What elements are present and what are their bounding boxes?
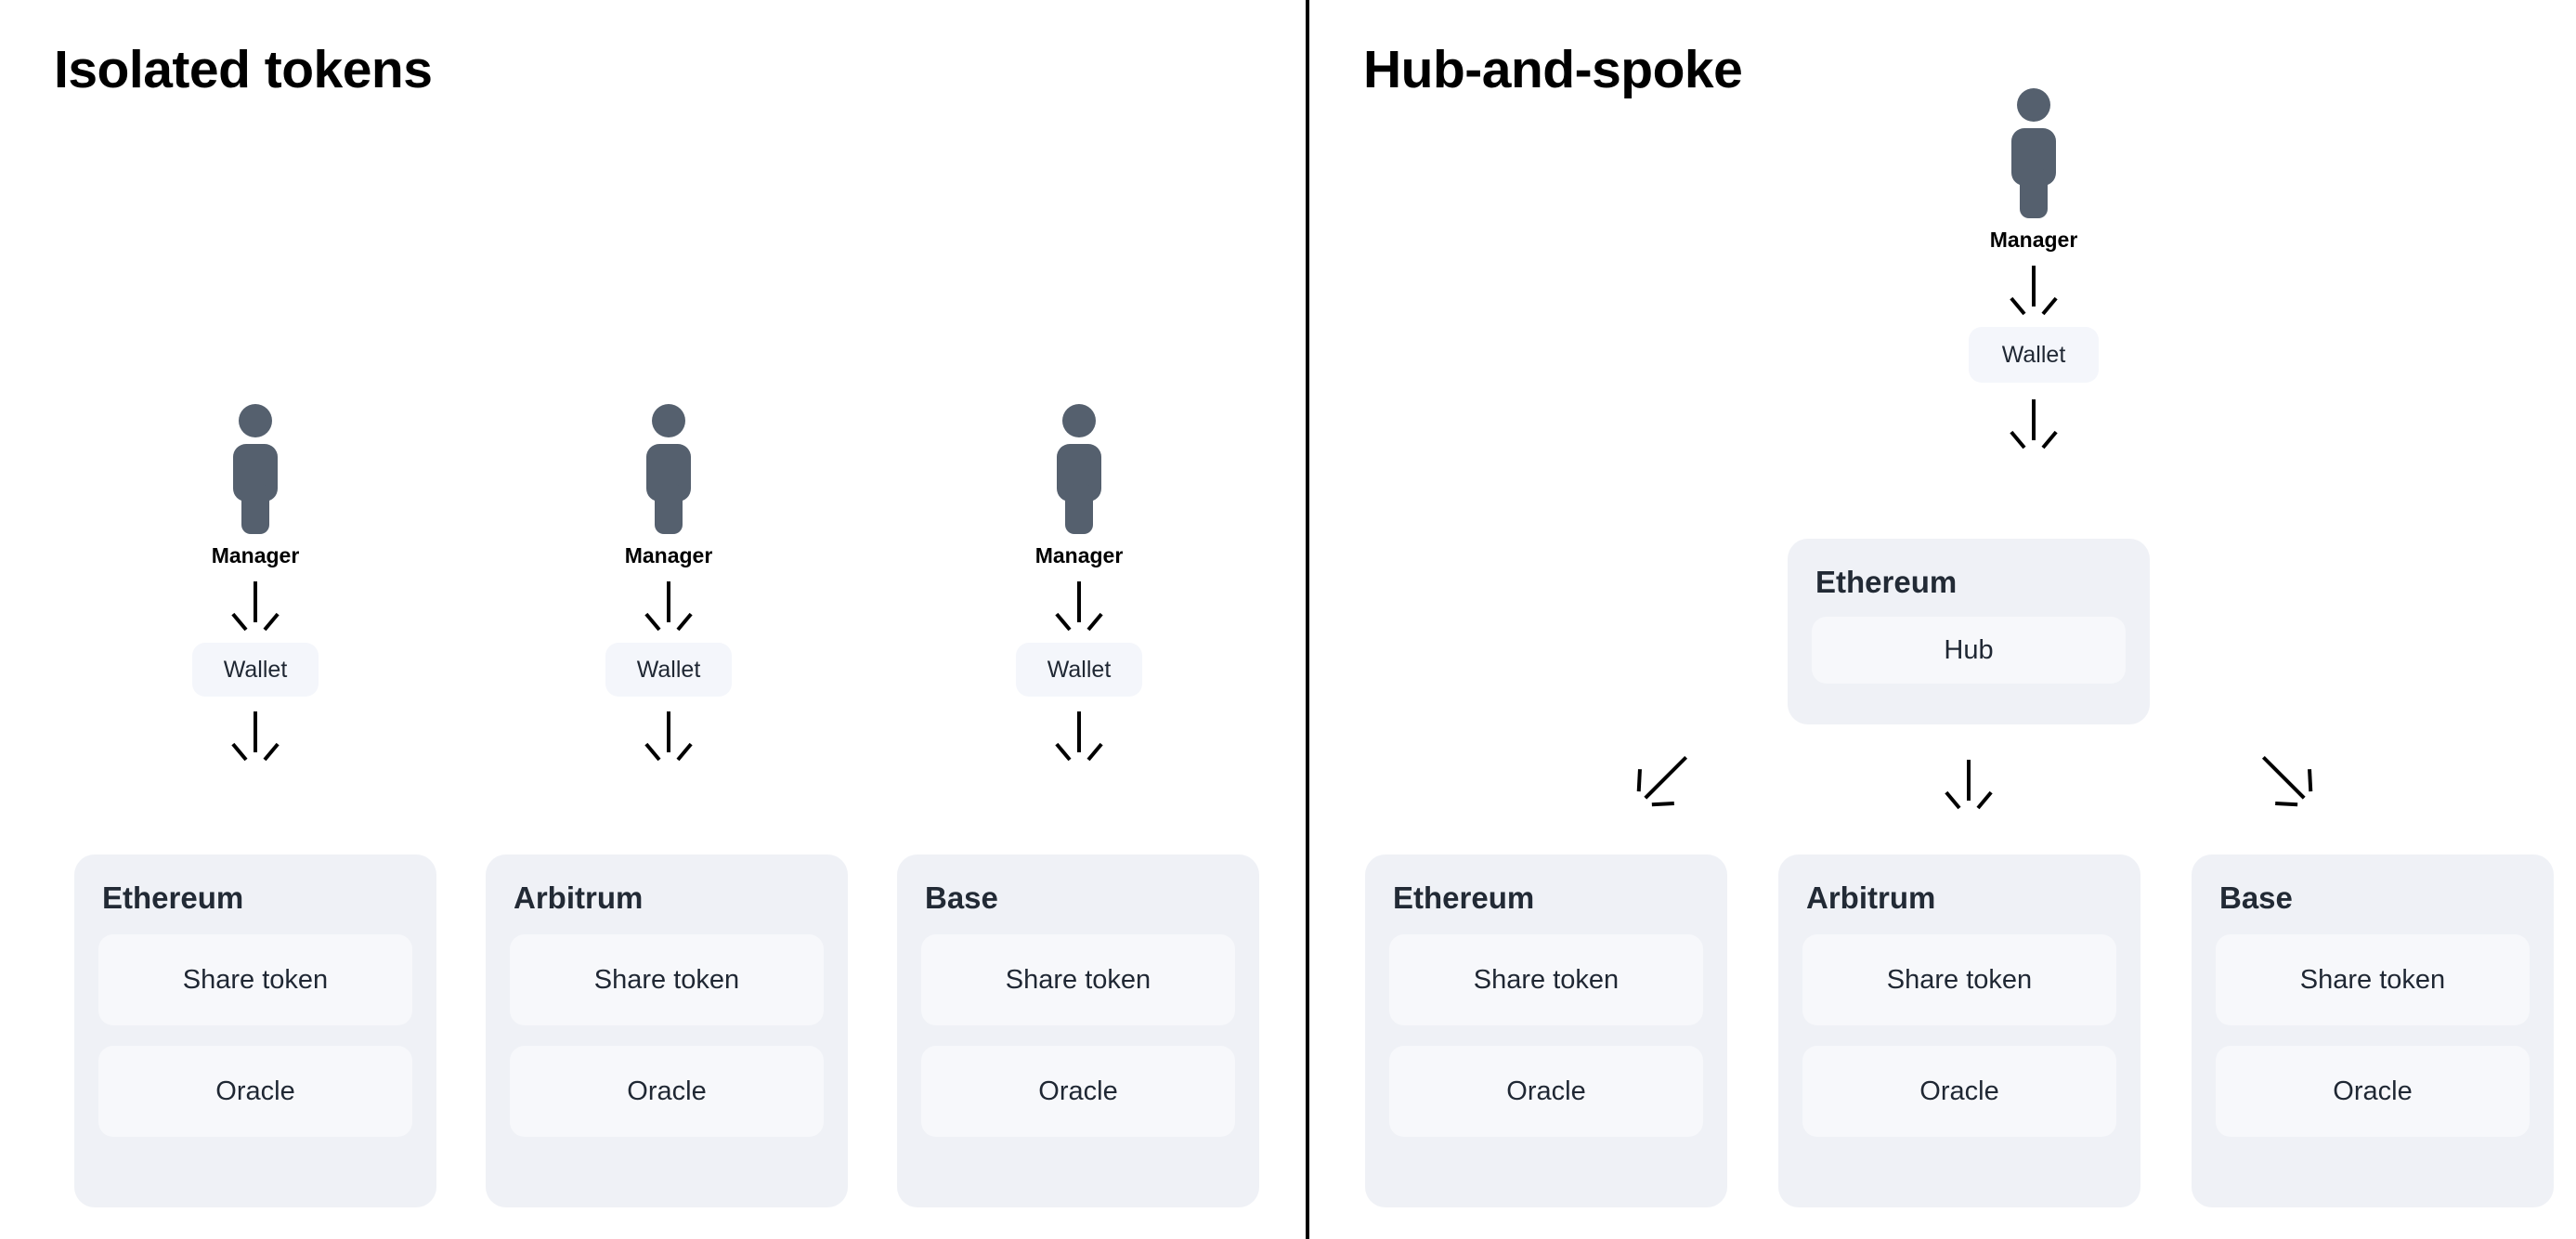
- person-icon: [1051, 404, 1107, 534]
- panel-title-isolated-tokens: Isolated tokens: [54, 40, 433, 99]
- arrow-down-icon: [644, 711, 693, 763]
- spoke-card-arbitrum: Arbitrum Share token Oracle: [1778, 854, 2140, 1207]
- chain-name: Base: [2219, 880, 2293, 915]
- panel-hub-and-spoke: Hub-and-spoke Manager Wallet Ethereum Hu…: [1309, 0, 2576, 1239]
- chain-name: Ethereum: [1815, 565, 1958, 599]
- manager-stack-3: Manager Wallet: [1014, 404, 1144, 763]
- wallet-pill: Wallet: [605, 643, 732, 697]
- manager-stack-1: Manager Wallet: [190, 404, 320, 763]
- arrow-down-right-icon: [2247, 741, 2321, 815]
- arrow-down-icon: [2010, 399, 2058, 451]
- component-oracle: Oracle: [98, 1046, 412, 1137]
- spoke-card-ethereum: Ethereum Share token Oracle: [1365, 854, 1727, 1207]
- component-share-token: Share token: [510, 934, 824, 1025]
- component-oracle: Oracle: [921, 1046, 1235, 1137]
- component-share-token: Share token: [921, 934, 1235, 1025]
- manager-label: Manager: [1989, 228, 2078, 252]
- arrow-down-icon: [2010, 266, 2058, 318]
- chain-card-base: Base Share token Oracle: [897, 854, 1259, 1207]
- component-oracle: Oracle: [1802, 1046, 2116, 1137]
- component-oracle: Oracle: [510, 1046, 824, 1137]
- manager-label: Manager: [624, 543, 713, 567]
- arrow-down-icon: [231, 711, 280, 763]
- chain-name: Ethereum: [102, 880, 244, 915]
- chain-card-ethereum: Ethereum Share token Oracle: [74, 854, 436, 1207]
- chain-name: Arbitrum: [1806, 880, 1936, 915]
- component-share-token: Share token: [1802, 934, 2116, 1025]
- panel-isolated-tokens: Isolated tokens Manager Wallet Ethereum …: [54, 40, 1259, 1207]
- chain-card-arbitrum: Arbitrum Share token Oracle: [486, 854, 848, 1207]
- arrow-down-left-icon: [1628, 741, 1701, 815]
- panel-divider: [1306, 0, 1309, 1239]
- chain-name: Base: [925, 880, 998, 915]
- wallet-pill: Wallet: [1969, 327, 2099, 383]
- person-icon: [228, 404, 283, 534]
- manager-stack-hub: Manager Wallet: [1959, 88, 2108, 451]
- wallet-pill: Wallet: [192, 643, 319, 697]
- manager-stack-2: Manager Wallet: [604, 404, 734, 763]
- spoke-card-base: Base Share token Oracle: [2192, 854, 2554, 1207]
- chain-name: Arbitrum: [514, 880, 644, 915]
- arrow-down-icon: [1055, 581, 1103, 633]
- arrow-down-icon: [231, 581, 280, 633]
- arrow-down-icon: [1055, 711, 1103, 763]
- chain-name: Ethereum: [1393, 880, 1535, 915]
- hub-card-ethereum: Ethereum Hub: [1788, 539, 2150, 724]
- panel-title-hub-and-spoke: Hub-and-spoke: [1363, 40, 1743, 99]
- component-oracle: Oracle: [2216, 1046, 2530, 1137]
- wallet-pill: Wallet: [1016, 643, 1142, 697]
- component-hub: Hub: [1812, 617, 2126, 684]
- arrow-down-icon: [644, 581, 693, 633]
- manager-label: Manager: [211, 543, 300, 567]
- arrow-down-icon: [1945, 760, 1993, 812]
- component-share-token: Share token: [1389, 934, 1703, 1025]
- component-share-token: Share token: [2216, 934, 2530, 1025]
- manager-label: Manager: [1034, 543, 1124, 567]
- person-icon: [2006, 88, 2062, 218]
- component-share-token: Share token: [98, 934, 412, 1025]
- component-oracle: Oracle: [1389, 1046, 1703, 1137]
- person-icon: [641, 404, 696, 534]
